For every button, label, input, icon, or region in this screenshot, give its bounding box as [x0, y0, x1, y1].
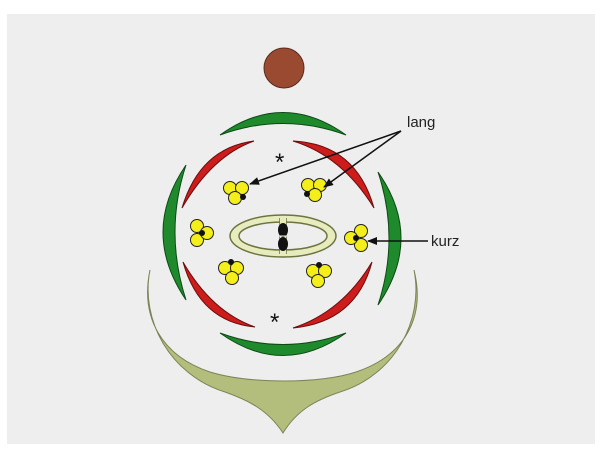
- ovule-bottom: [278, 237, 288, 251]
- ovary: [230, 215, 336, 257]
- petal-top-right: [293, 141, 374, 208]
- petal-bottom-right: [293, 262, 372, 328]
- sepal-right: [378, 172, 401, 305]
- sepal-top: [220, 113, 346, 136]
- label-short-stamens: kurz: [431, 234, 459, 249]
- ovule-top: [278, 223, 288, 237]
- stamen-long-bottom-right: [307, 262, 332, 288]
- sepal-left: [163, 165, 186, 300]
- stamen-long-top-left: [224, 182, 249, 205]
- stamen-short-right: [345, 225, 368, 252]
- stamen-long-bottom-left: [219, 259, 244, 285]
- label-long-stamens: lang: [407, 115, 435, 130]
- petal-bottom-left: [183, 262, 255, 327]
- axis-circle: [264, 48, 304, 88]
- stamen-short-left: [191, 220, 214, 247]
- sepal-bottom: [220, 333, 346, 356]
- median-marker-bottom: *: [270, 309, 279, 336]
- stamen-long-top-right: [302, 179, 327, 202]
- arrow-lang-to-left-stamen: [250, 131, 401, 184]
